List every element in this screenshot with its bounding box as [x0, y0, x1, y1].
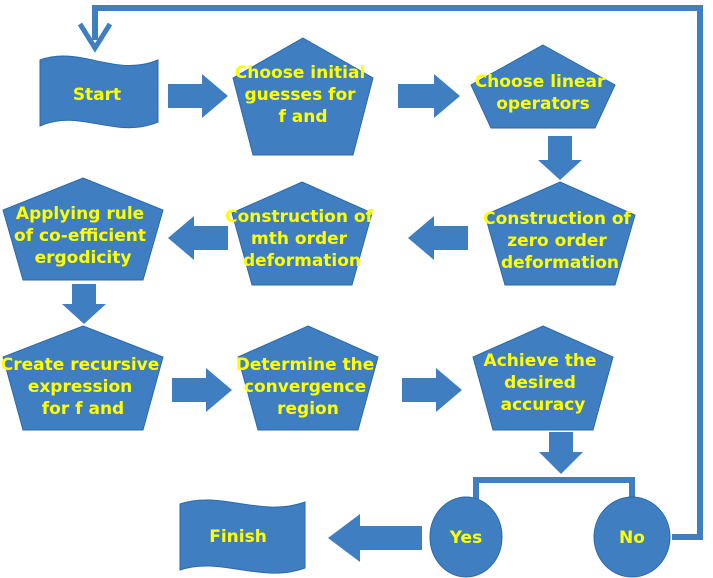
recursive-node [2, 325, 164, 431]
zero-order-line-3: deformation [501, 253, 619, 273]
ergodicity-node [2, 177, 164, 281]
arrow-ergodicity-to-recursive [62, 284, 106, 324]
zero-order-line-1: Construction of [483, 209, 631, 229]
accuracy-line-2: desired [504, 373, 576, 393]
convergence-node [237, 325, 379, 431]
finish-line-1: Finish [209, 527, 267, 547]
linear-operators-label: Choose linear operators [475, 72, 612, 114]
convergence-label: Determine the convergence region [236, 355, 380, 419]
ergodicity-label: Applying rule of co-efficient ergodicity [14, 204, 152, 268]
recursive-line-2: expression [28, 377, 132, 397]
yes-label: Yes [449, 528, 482, 548]
ergodicity-line-2: of co-efficient [14, 226, 146, 246]
arrow-start-to-guesses [168, 74, 228, 118]
zero-order-label: Construction of zero order deformation [483, 209, 637, 273]
arrow-mth-to-ergodicity [168, 216, 228, 260]
initial-guesses-label: Choose initial guesses for f and [235, 63, 371, 127]
mth-order-node [231, 181, 373, 286]
initial-guesses-node [232, 37, 374, 156]
mth-order-line-1: Construction of [225, 207, 373, 227]
zero-order-node [484, 181, 636, 286]
zero-order-line-2: zero order [507, 231, 607, 251]
accuracy-label: Achieve the desired accuracy [484, 351, 603, 415]
no-node [593, 496, 671, 578]
mth-order-line-3: deformation [243, 251, 361, 271]
finish-label: Finish [209, 527, 267, 547]
accuracy-node [472, 325, 614, 431]
yes-line-1: Yes [449, 528, 482, 548]
arrow-convergence-to-accuracy [402, 368, 462, 412]
start-node [39, 55, 159, 129]
arrow-yes-to-finish [328, 514, 422, 562]
linear-operators-node [470, 44, 616, 129]
arrow-guesses-to-operators [398, 74, 460, 118]
initial-guesses-line-3: f and [278, 107, 327, 127]
no-label: No [619, 528, 645, 548]
initial-guesses-line-2: guesses for [245, 85, 357, 105]
ergodicity-line-3: ergodicity [35, 248, 132, 268]
arrow-operators-to-zero-order [538, 136, 582, 180]
decision-split-line [473, 477, 635, 503]
mth-order-line-2: mth order [251, 229, 348, 249]
loop-back-line [92, 5, 703, 540]
linear-operators-line-1: Choose linear [475, 72, 606, 92]
arrow-accuracy-to-decision [539, 432, 583, 474]
start-line-1: Start [73, 85, 121, 105]
linear-operators-line-2: operators [496, 94, 590, 114]
recursive-line-1: Create recursive [1, 355, 159, 375]
arrow-zero-to-mth-order [408, 216, 468, 260]
convergence-line-1: Determine the [236, 355, 375, 375]
convergence-line-2: convergence [244, 377, 366, 397]
start-label: Start [73, 85, 121, 105]
yes-node [429, 496, 503, 578]
initial-guesses-line-1: Choose initial [235, 63, 366, 83]
recursive-line-3: for f and [42, 399, 124, 419]
finish-node [179, 499, 306, 574]
accuracy-line-3: accuracy [501, 395, 586, 415]
no-line-1: No [619, 528, 645, 548]
loop-back-arrowhead [77, 22, 113, 53]
recursive-label: Create recursive expression for f and [1, 355, 165, 419]
accuracy-line-1: Achieve the [484, 351, 597, 371]
convergence-line-3: region [277, 399, 339, 419]
ergodicity-line-1: Applying rule [16, 204, 144, 224]
mth-order-label: Construction of mth order deformation [225, 207, 379, 271]
arrow-recursive-to-convergence [172, 368, 232, 412]
